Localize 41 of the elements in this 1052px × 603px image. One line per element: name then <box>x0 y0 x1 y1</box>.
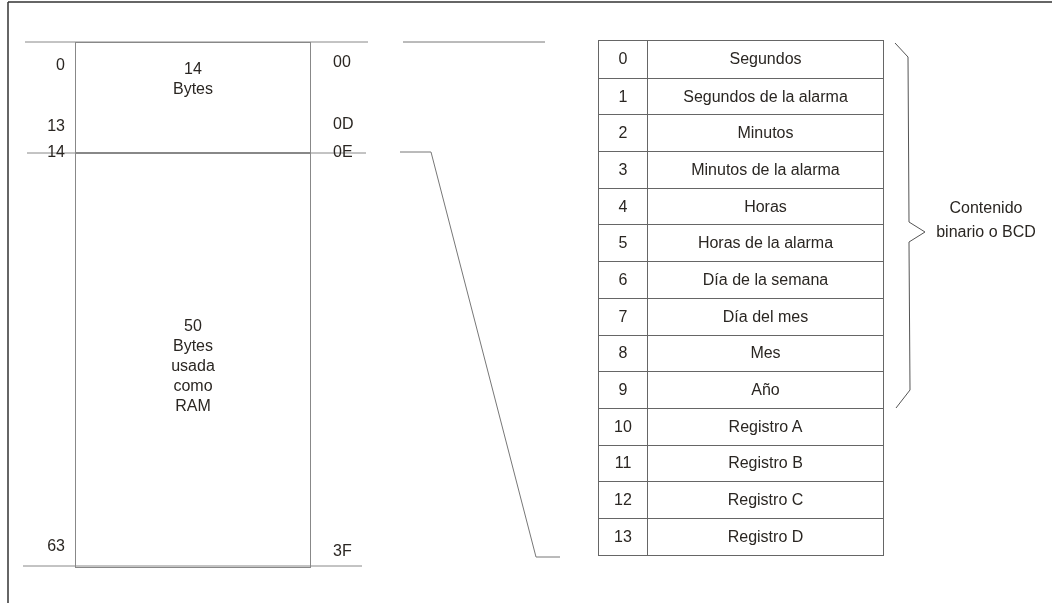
table-cell: 4 <box>599 188 648 225</box>
brace-label: Contenido binario o BCD <box>935 198 1037 242</box>
table-cell-text: Minutos de la alarma <box>690 159 841 180</box>
table-cell: 0 <box>599 41 648 78</box>
table-cell-text: Registro B <box>727 453 804 474</box>
table-cell-text: Mes <box>749 343 782 364</box>
table-cell: 8 <box>599 335 648 372</box>
table-cell-text: Segundos de la alarma <box>682 86 849 107</box>
table-cell-text: Minutos <box>736 123 795 144</box>
address-label: 00 <box>333 52 351 72</box>
table-cell: 10 <box>599 408 648 445</box>
table-cell: 2 <box>599 115 648 152</box>
table-cell-text: Horas <box>743 196 788 217</box>
table-cell-text: Horas de la alarma <box>696 233 835 254</box>
table-cell-text: Segundos <box>728 49 803 70</box>
block-label: 14 Bytes <box>172 59 214 99</box>
table-cell: 1 <box>599 78 648 115</box>
table-cell: 5 <box>599 225 648 262</box>
address-label: 0D <box>333 114 354 134</box>
address-label: 14 <box>46 142 65 162</box>
table-cell: 9 <box>599 372 648 408</box>
table-cell-text: Día del mes <box>721 306 810 327</box>
table-cell-text: Registro C <box>726 490 805 511</box>
table-cell: 12 <box>599 482 648 518</box>
table-cell-text: Año <box>750 380 781 401</box>
table-cell: 7 <box>599 298 648 335</box>
address-label: 0 <box>55 55 65 75</box>
memory-block <box>75 42 311 153</box>
table-cell-text: Día de la semana <box>701 269 830 290</box>
address-label: 63 <box>46 536 65 556</box>
address-label: 0E <box>333 142 353 162</box>
table-cell: 6 <box>599 262 648 298</box>
address-label: 13 <box>46 116 65 136</box>
block-label: 50 Bytes usada como RAM <box>170 316 216 416</box>
table-cell: 11 <box>599 445 648 482</box>
table-cell-text: Registro D <box>726 526 805 547</box>
table-cell: 13 <box>599 518 648 555</box>
address-label: 3F <box>333 541 352 561</box>
table-cell-text: Registro A <box>727 416 804 437</box>
table-cell: 3 <box>599 152 648 188</box>
memory-block <box>75 153 311 568</box>
